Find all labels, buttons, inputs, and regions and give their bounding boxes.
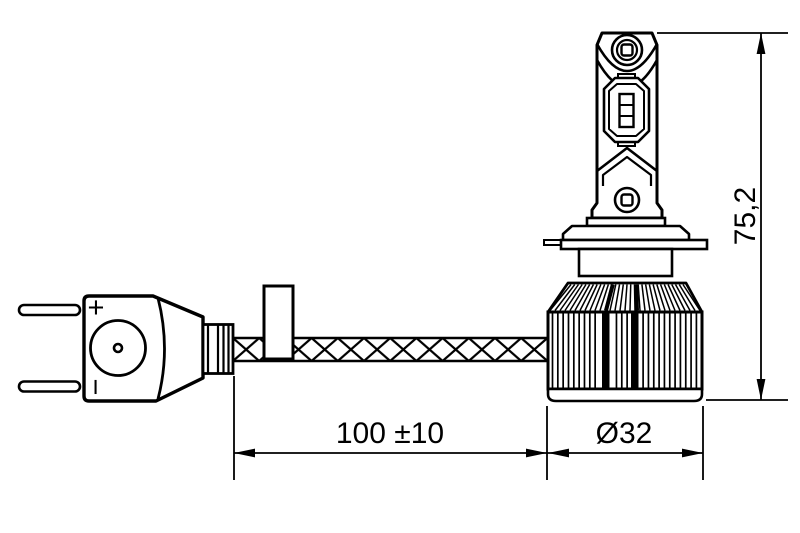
led-chip-window (618, 92, 635, 129)
arrow-height-bottom (756, 379, 766, 400)
dim-label-height: 75,2 (729, 187, 762, 245)
heatsink-cylinder (546, 310, 704, 391)
shield-inner (601, 155, 653, 186)
heatsink-bottom-rim (546, 387, 704, 403)
arrow-height-top (756, 33, 766, 54)
connector-center-dot (112, 342, 124, 354)
flange-plate (559, 238, 709, 251)
heatsink-cylinder-fins (551, 313, 698, 388)
dim-label-diameter: Ø32 (596, 417, 653, 450)
top-screw-socket (620, 43, 634, 57)
cable-braid-band (233, 338, 548, 361)
strain-relief-ribs (206, 324, 230, 374)
chevron-band-upper (595, 43, 659, 73)
connector-pin-bottom (17, 380, 82, 393)
base-plate-2 (561, 224, 691, 242)
arrow-dia-left (548, 448, 569, 458)
heatsink (546, 281, 704, 403)
connector-plug (17, 294, 235, 403)
dim-label-cable-length: 100 ±10 (336, 417, 444, 450)
arrow-cable-right (526, 448, 547, 458)
led-bulb-body (590, 31, 664, 220)
shield-outer (596, 146, 658, 173)
connector-facet-line (156, 297, 166, 400)
dimension-arrowheads (234, 33, 766, 458)
polarity-plus-label: + (88, 292, 105, 324)
flange-left-tab (543, 239, 563, 246)
braided-cable (233, 284, 548, 363)
led-chip-dividers (619, 104, 634, 117)
arrow-dia-right (682, 448, 703, 458)
bulb-base-flange (543, 216, 709, 278)
polarity-minus-label: − (79, 379, 111, 396)
bottom-screw-socket (620, 193, 634, 207)
cable-marker-tag (262, 284, 295, 361)
connector-pin-top (17, 303, 82, 317)
base-neck (577, 247, 674, 278)
heatsink-cone-fins (549, 283, 701, 312)
arrow-cable-left (234, 448, 255, 458)
dimension-annotations (233, 32, 788, 480)
